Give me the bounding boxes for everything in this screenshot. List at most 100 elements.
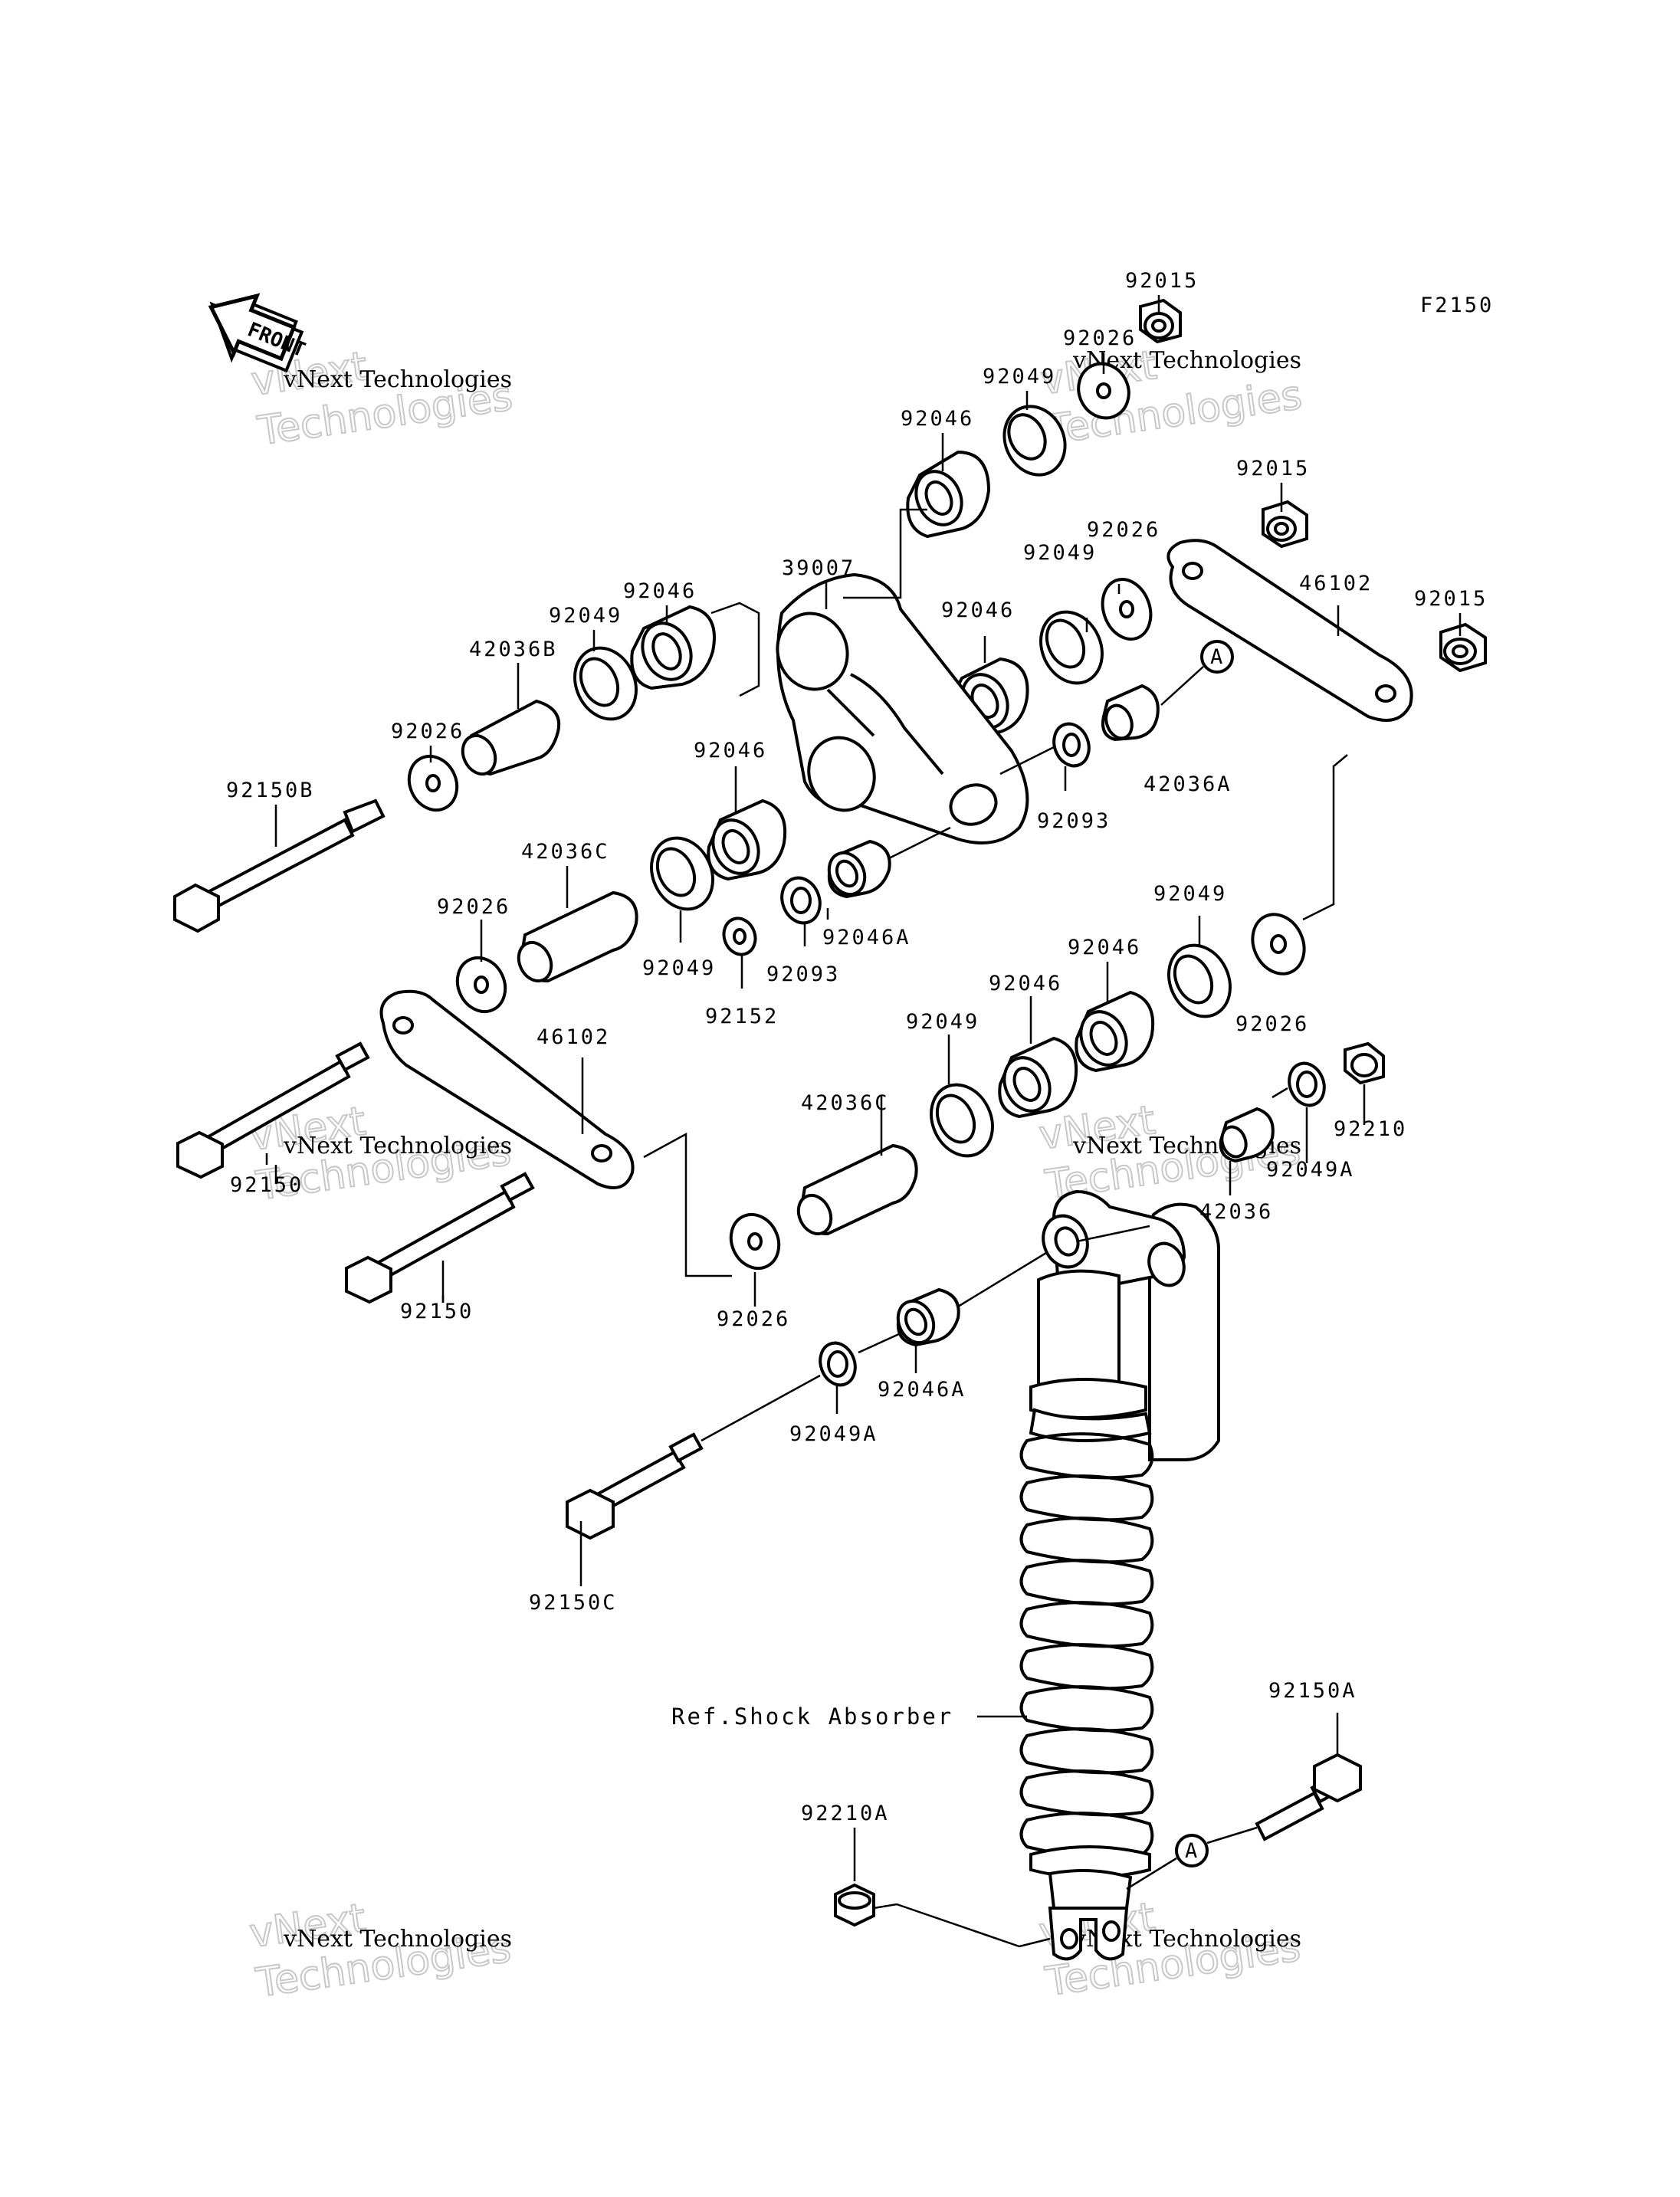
part-label-92150C: 92150C [529, 1591, 618, 1615]
part-label-92150: 92150 [400, 1300, 474, 1323]
washer-92026-top [1077, 362, 1130, 420]
bolt-92150-a [176, 1041, 370, 1179]
collar-92049A-lower [819, 1341, 857, 1387]
part-label-92150A: 92150A [1268, 1679, 1357, 1703]
tie-rod-46102-right [1166, 539, 1413, 722]
washer-92026-upper-left [407, 754, 459, 812]
part-label-92049: 92049 [549, 604, 622, 628]
collar-92049-mid [1039, 610, 1104, 685]
sleeve-42036C-center [517, 890, 638, 983]
washer-92026-lower [729, 1212, 781, 1271]
part-label-92046: 92046 [941, 598, 1015, 622]
nut-92015-right [1439, 622, 1487, 673]
callout-a-bottom: A [1175, 1834, 1209, 1867]
part-label-92093: 92093 [1037, 809, 1111, 833]
part-label-46102: 46102 [536, 1025, 610, 1049]
part-label-92026: 92026 [1063, 326, 1137, 350]
part-label-42036C: 42036C [801, 1091, 890, 1115]
rocker-arm-39007 [776, 572, 1029, 844]
part-label-92026: 92026 [437, 895, 510, 919]
figure-code: F2150 [1420, 293, 1494, 317]
bearing-92046-upper-left [630, 605, 716, 690]
part-label-42036A: 42036A [1144, 772, 1232, 796]
bearing-92046-right-b [998, 1036, 1078, 1119]
bolt-92150-b [345, 1172, 535, 1304]
washer-92026-right [1251, 913, 1306, 976]
washer-92152 [722, 917, 757, 956]
shock-absorber-reference: Ref.Shock Absorber [671, 1703, 953, 1730]
callout-a-top: A [1200, 640, 1234, 674]
part-label-92015: 92015 [1414, 587, 1488, 611]
bearing-92046-top [906, 450, 991, 539]
part-label-92046A: 92046A [822, 926, 911, 949]
part-label-92150B: 92150B [226, 779, 315, 802]
bearing-92046-right-a [1075, 990, 1155, 1073]
part-label-92026: 92026 [717, 1307, 790, 1331]
part-label-92026: 92026 [1087, 518, 1160, 542]
part-label-92049A: 92049A [1266, 1158, 1355, 1182]
part-label-92046A: 92046A [878, 1378, 966, 1402]
part-label-92210A: 92210A [801, 1802, 890, 1825]
washer-92026-mid [1101, 578, 1153, 641]
shock-absorber [1019, 1189, 1220, 1961]
callout-a-label: A [1210, 645, 1225, 669]
part-label-92093: 92093 [766, 962, 840, 986]
seal-92093-b [780, 876, 822, 925]
part-label-92046: 92046 [1068, 936, 1141, 959]
bolt-92150C [566, 1432, 704, 1540]
part-label-92210: 92210 [1334, 1117, 1407, 1141]
collar-92049-center [650, 836, 714, 911]
part-label-92046: 92046 [989, 972, 1062, 995]
part-label-42036B: 42036B [469, 638, 558, 661]
watermarks: vNext Technologies vNext Technologies vN… [246, 342, 1305, 2008]
part-label-92049A: 92049A [789, 1422, 878, 1446]
part-label-92152: 92152 [705, 1005, 779, 1028]
sleeve-42036 [1219, 1107, 1275, 1163]
part-label-92046: 92046 [694, 739, 767, 762]
bearing-92046A-upper [827, 839, 891, 899]
watermark-text: vNext Technologies [283, 1926, 512, 1953]
nut-92210A [834, 1883, 875, 1927]
nut-92210 [1344, 1041, 1385, 1085]
part-label-92046: 92046 [623, 579, 697, 603]
watermark-text: vNext Technologies [283, 1133, 512, 1159]
part-label-92049: 92049 [906, 1010, 979, 1034]
bolt-92150A [1255, 1753, 1362, 1841]
front-arrow-icon: FRONT [208, 293, 308, 373]
collar-92049-right [1167, 943, 1232, 1018]
sleeve-42036A [1101, 684, 1160, 742]
sleeve-42036C-lower [796, 1143, 918, 1236]
part-label-92046: 92046 [901, 407, 974, 431]
bearing-92046A-lower [896, 1287, 960, 1347]
part-label-92049: 92049 [1023, 541, 1097, 565]
washer-92026-center-left [455, 956, 507, 1014]
sleeve-42036B [461, 699, 561, 776]
bolt-92150B [173, 798, 386, 933]
part-label-92015: 92015 [1125, 269, 1199, 293]
part-label-92026: 92026 [391, 720, 464, 743]
callout-a-label: A [1185, 1839, 1199, 1863]
nut-92015-mid [1262, 500, 1308, 549]
collar-92049-upper-left [573, 646, 638, 721]
collar-92049-lower [930, 1083, 994, 1158]
part-label-92049: 92049 [642, 956, 716, 980]
tie-rod-46102-left [379, 989, 635, 1189]
washer-92093-a [1052, 722, 1091, 768]
nut-92015-top [1139, 298, 1182, 344]
collar-92049-top [1002, 405, 1067, 477]
watermark-text: vNext Technologies [283, 366, 512, 393]
part-label-92049: 92049 [983, 365, 1056, 389]
collar-92049A-right [1288, 1061, 1326, 1107]
part-label-39007: 39007 [782, 556, 855, 580]
part-label-46102: 46102 [1299, 572, 1373, 595]
bearing-92046-center [707, 798, 787, 881]
part-label-92049: 92049 [1153, 882, 1227, 906]
part-label-42036C: 42036C [521, 840, 610, 864]
part-label-92150: 92150 [230, 1173, 304, 1197]
leader-lines [265, 295, 1462, 1948]
part-label-42036: 42036 [1199, 1200, 1273, 1224]
part-label-92026: 92026 [1235, 1012, 1309, 1036]
part-labels: 92015 92026 92049 92046 92015 92015 3900… [226, 269, 1488, 1825]
part-label-92015: 92015 [1236, 457, 1310, 480]
